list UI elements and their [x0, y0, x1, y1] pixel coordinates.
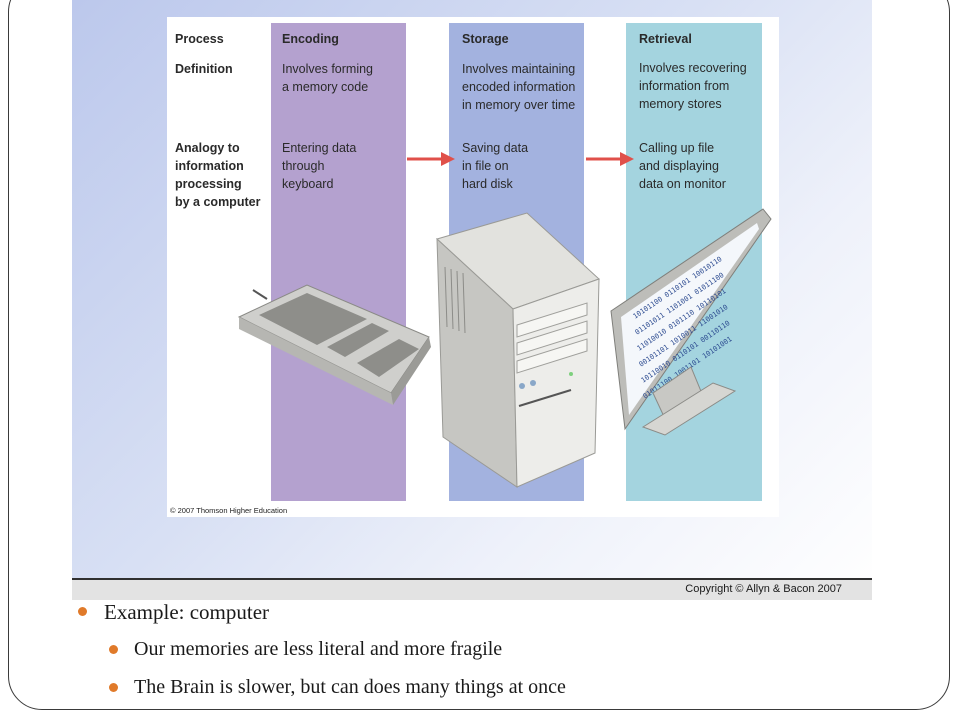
copyright-bar: Copyright © Allyn & Bacon 2007	[72, 578, 872, 600]
storage-header: Storage	[462, 32, 509, 46]
retrieval-header: Retrieval	[639, 32, 692, 46]
figure-credit: © 2007 Thomson Higher Education	[170, 506, 288, 515]
slide-frame	[8, 0, 950, 710]
arrow-to-storage-icon	[407, 152, 455, 166]
copyright-text: Copyright © Allyn & Bacon 2007	[685, 583, 842, 595]
storage-analogy: Saving data in file on hard disk	[462, 141, 529, 191]
definition-label: Definition	[175, 62, 233, 76]
bullet-dot-icon	[78, 607, 87, 616]
encoding-header: Encoding	[282, 32, 339, 46]
keyboard-icon	[237, 284, 431, 405]
arrow-to-retrieval-icon	[586, 152, 634, 166]
computer-illustration: 10101100 0110101 10010110 01101011 11010…	[237, 208, 772, 488]
bullet-sub-2: The Brain is slower, but can does many t…	[134, 676, 566, 698]
bullet-dot-icon	[109, 683, 118, 692]
encoding-analogy: Entering data through keyboard	[282, 141, 357, 191]
analogy-label: Analogy to information processing by a c…	[175, 141, 261, 209]
memory-process-figure: Process Definition Analogy to informatio…	[167, 17, 779, 517]
figure-panel: Process Definition Analogy to informatio…	[72, 0, 872, 600]
encoding-column	[271, 23, 406, 501]
retrieval-definition: Involves recovering information from mem…	[639, 61, 747, 111]
bullet-main: Example: computer	[104, 600, 270, 624]
bullet-dot-icon	[109, 645, 118, 654]
storage-definition: Involves maintaining encoded information…	[462, 62, 576, 112]
retrieval-analogy: Calling up file and displaying data on m…	[639, 141, 726, 191]
bullet-sub-1: Our memories are less literal and more f…	[134, 638, 503, 660]
monitor-icon: 10101100 0110101 10010110 01101011 11010…	[610, 208, 772, 436]
computer-tower-icon	[436, 212, 600, 488]
encoding-definition: Involves forming a memory code	[282, 62, 374, 94]
process-label: Process	[175, 32, 224, 46]
